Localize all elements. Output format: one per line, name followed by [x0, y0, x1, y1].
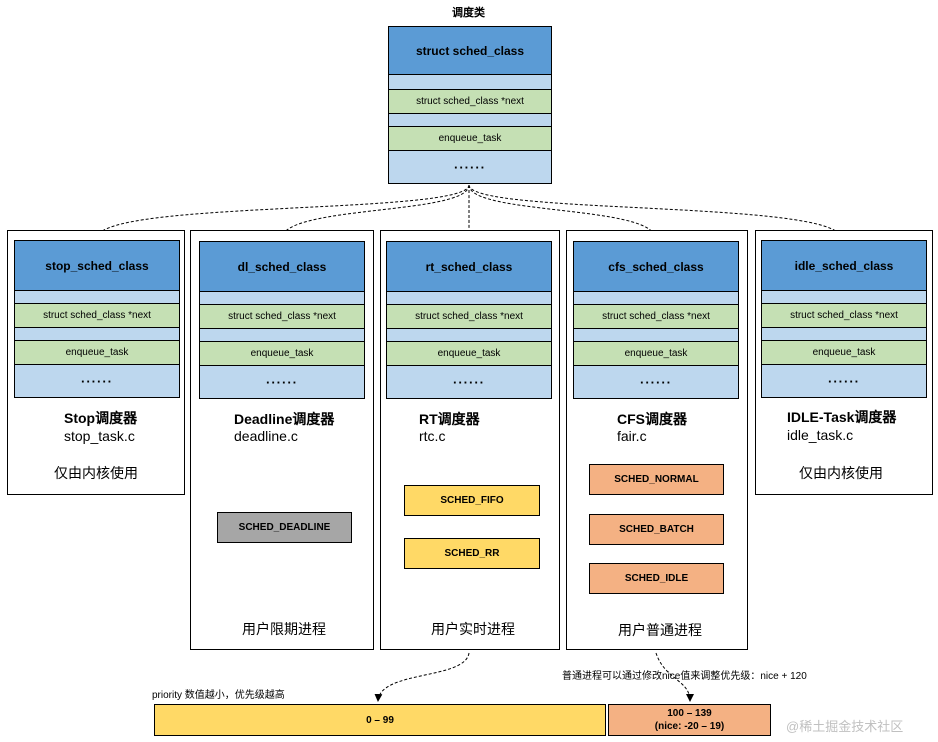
sched-class-header: stop_sched_class: [15, 241, 179, 291]
arrow-to-cfs: [468, 184, 659, 239]
arrow-to-idle: [468, 184, 845, 239]
top-sched-class: struct sched_class struct sched_class *n…: [388, 26, 552, 184]
rt-priority-range: 0 – 99: [154, 704, 606, 736]
scheduler-title: CFS调度器: [617, 411, 687, 427]
top-class-dots: ······: [389, 151, 551, 183]
scheduler-note: 仅由内核使用: [799, 465, 883, 481]
sched-class-next-field: struct sched_class *next: [15, 304, 179, 328]
sched-class-header: cfs_sched_class: [574, 242, 738, 292]
cfs-sched-class: cfs_sched_class struct sched_class *next…: [573, 241, 739, 399]
sched-class-dots: ······: [15, 365, 179, 397]
policy-sched-idle: SCHED_IDLE: [589, 563, 724, 594]
sched-class-blank-row: [387, 292, 551, 305]
nice-note: 普通进程可以通过修改nice值来调整优先级：nice + 120: [562, 671, 807, 682]
scheduler-file: idle_task.c: [787, 427, 854, 443]
idle-sched-class: idle_sched_class struct sched_class *nex…: [761, 240, 927, 398]
sched-class-dots: ······: [574, 366, 738, 398]
sched-class-enqueue: enqueue_task: [387, 342, 551, 366]
scheduler-title: Deadline调度器: [234, 411, 335, 427]
sched-class-blank-row: [15, 291, 179, 304]
top-class-blank-row: [389, 114, 551, 127]
policy-sched-rr: SCHED_RR: [404, 538, 540, 569]
sched-class-blank-row: [574, 329, 738, 342]
arrow-rt-to-range: [374, 652, 470, 702]
arrow-to-dl: [278, 184, 470, 239]
dl-sched-class: dl_sched_class struct sched_class *next …: [199, 241, 365, 399]
policy-sched-batch: SCHED_BATCH: [589, 514, 724, 545]
sched-class-next-field: struct sched_class *next: [574, 305, 738, 329]
sched-class-dots: ······: [200, 366, 364, 398]
watermark: @稀土掘金技术社区: [786, 719, 904, 734]
sched-class-header: rt_sched_class: [387, 242, 551, 292]
sched-class-enqueue: enqueue_task: [762, 341, 926, 365]
top-class-header: struct sched_class: [389, 27, 551, 75]
scheduler-title: Stop调度器: [64, 410, 138, 426]
arrow-cfs-to-range: [655, 652, 694, 702]
priority-note: priority 数值越小，优先级越高: [152, 690, 285, 701]
scheduler-title: RT调度器: [419, 411, 480, 427]
scheduler-file: stop_task.c: [64, 428, 135, 444]
normal-priority-range: 100 – 139 (nice: -20 – 19): [608, 704, 771, 736]
sched-class-header: dl_sched_class: [200, 242, 364, 292]
policy-sched-deadline: SCHED_DEADLINE: [217, 512, 352, 543]
sched-class-next-field: struct sched_class *next: [762, 304, 926, 328]
sched-class-blank-row: [200, 329, 364, 342]
sched-class-blank-row: [387, 329, 551, 342]
sched-class-next-field: struct sched_class *next: [387, 305, 551, 329]
scheduler-file: fair.c: [617, 428, 647, 444]
scheduler-file: deadline.c: [234, 428, 298, 444]
sched-class-next-field: struct sched_class *next: [200, 305, 364, 329]
sched-class-blank-row: [762, 328, 926, 341]
rt-sched-class: rt_sched_class struct sched_class *next …: [386, 241, 552, 399]
scheduler-note: 仅由内核使用: [54, 465, 138, 481]
scheduler-note: 用户限期进程: [242, 621, 326, 637]
sched-class-blank-row: [762, 291, 926, 304]
policy-sched-fifo: SCHED_FIFO: [404, 485, 540, 516]
sched-class-header: idle_sched_class: [762, 241, 926, 291]
scheduler-note: 用户实时进程: [431, 621, 515, 637]
sched-class-blank-row: [574, 292, 738, 305]
top-class-blank-row: [389, 75, 551, 90]
sched-class-enqueue: enqueue_task: [15, 341, 179, 365]
scheduler-note: 用户普通进程: [618, 622, 702, 638]
stop-sched-class: stop_sched_class struct sched_class *nex…: [14, 240, 180, 398]
sched-class-blank-row: [15, 328, 179, 341]
normal-range-values: 100 – 139: [667, 708, 712, 719]
top-label: 调度类: [452, 7, 485, 19]
sched-class-enqueue: enqueue_task: [574, 342, 738, 366]
top-class-enqueue: enqueue_task: [389, 127, 551, 151]
normal-range-nice: (nice: -20 – 19): [654, 721, 725, 732]
sched-class-dots: ······: [762, 365, 926, 397]
top-class-next-field: struct sched_class *next: [389, 90, 551, 114]
sched-class-dots: ······: [387, 366, 551, 398]
scheduler-title: IDLE-Task调度器: [787, 409, 897, 425]
scheduler-file: rtc.c: [419, 428, 446, 444]
sched-class-enqueue: enqueue_task: [200, 342, 364, 366]
arrow-to-stop: [93, 184, 470, 239]
policy-sched-normal: SCHED_NORMAL: [589, 464, 724, 495]
sched-class-blank-row: [200, 292, 364, 305]
